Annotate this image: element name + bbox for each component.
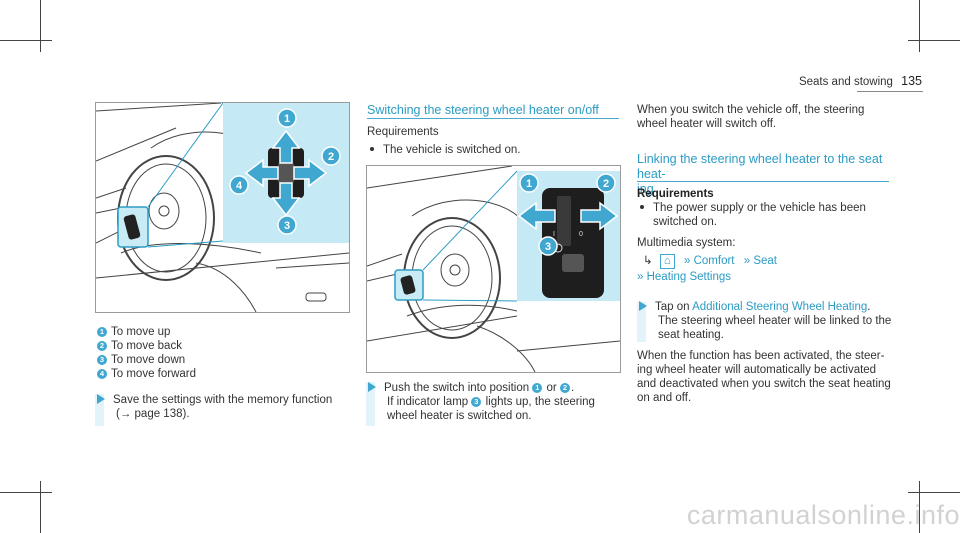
header-rule xyxy=(857,91,923,92)
section-heading: Switching the steering wheel heater on/o… xyxy=(367,103,599,117)
svg-text:1: 1 xyxy=(526,178,532,190)
home-icon[interactable]: ⌂ xyxy=(659,254,675,269)
requirements: Requirements The vehicle is switched on. xyxy=(367,126,521,156)
path-arrow-icon: ↳ xyxy=(643,255,653,267)
chevron-icon: » xyxy=(637,271,644,283)
page-header: Seats and stowing 135 xyxy=(780,74,922,89)
section-heading-linking: Linking the steering wheel heater to the… xyxy=(637,152,883,196)
legend-item: 4 To move forward xyxy=(97,367,347,381)
section-title: Seats and stowing xyxy=(798,76,893,88)
figure-legend: 1 To move up 2 To move back 3 To move do… xyxy=(97,325,347,381)
step-arrow-icon xyxy=(639,301,647,311)
heading-rule xyxy=(367,118,619,119)
step-push-switch: Push the switch into position 1 or 2. If… xyxy=(368,381,620,423)
menu-heating-settings[interactable]: Heating Settings xyxy=(646,271,731,283)
menu-path: ↳ ⌂ » Comfort » Seat » Heating Settings xyxy=(637,253,889,285)
watermark: carmanualsonline.info xyxy=(686,500,960,530)
step-memory: Save the settings with the memory functi… xyxy=(97,393,347,421)
heading-rule xyxy=(637,181,889,182)
page-number: 135 xyxy=(901,74,922,88)
steering-heater-figure: I 0 1 2 3 xyxy=(366,165,621,373)
requirements: Requirements The power supply or the veh… xyxy=(637,188,866,228)
step-bar xyxy=(95,394,104,426)
chevron-icon: » xyxy=(684,255,691,267)
step-tap: Tap on Additional Steering Wheel Heating… xyxy=(639,300,894,342)
bullet-icon xyxy=(640,205,644,209)
svg-text:1: 1 xyxy=(284,113,290,125)
multimedia-label: Multimedia system: xyxy=(637,237,736,249)
step-bar xyxy=(366,382,375,426)
seat-adjust-illustration: 1 2 3 4 xyxy=(96,103,349,312)
step-arrow-icon xyxy=(97,394,105,404)
seat-adjust-figure: 1 2 3 4 xyxy=(95,102,350,313)
svg-text:4: 4 xyxy=(236,180,243,192)
chevron-icon: » xyxy=(743,255,751,267)
svg-text:3: 3 xyxy=(284,220,290,232)
menu-seat[interactable]: Seat xyxy=(753,255,777,267)
steering-heater-illustration: I 0 1 2 3 xyxy=(367,166,620,372)
step-arrow-icon xyxy=(368,382,376,392)
figure-callout: 1 2 3 xyxy=(519,173,616,256)
svg-text:3: 3 xyxy=(545,241,551,253)
additional-steering-wheel-heating-link[interactable]: Additional Steering Wheel Heating xyxy=(692,301,868,313)
legend-item: 3 To move down xyxy=(97,353,347,367)
svg-text:2: 2 xyxy=(603,178,609,190)
switch-mark-right: 0 xyxy=(579,231,583,238)
figure-callout: 1 2 3 4 xyxy=(229,108,341,235)
step-bar xyxy=(637,302,646,342)
bullet-icon xyxy=(370,147,374,151)
legend-item: 2 To move back xyxy=(97,339,347,353)
paragraph-activation: When the function has been activated, th… xyxy=(637,350,891,404)
paragraph-switch-off: When you switch the vehicle off, the ste… xyxy=(637,104,865,130)
svg-text:2: 2 xyxy=(328,151,334,163)
legend-item: 1 To move up xyxy=(97,325,347,339)
page-link[interactable]: (→ page 138). xyxy=(116,408,190,420)
menu-comfort[interactable]: Comfort xyxy=(693,255,735,267)
switch-mark-left: I xyxy=(553,231,555,238)
